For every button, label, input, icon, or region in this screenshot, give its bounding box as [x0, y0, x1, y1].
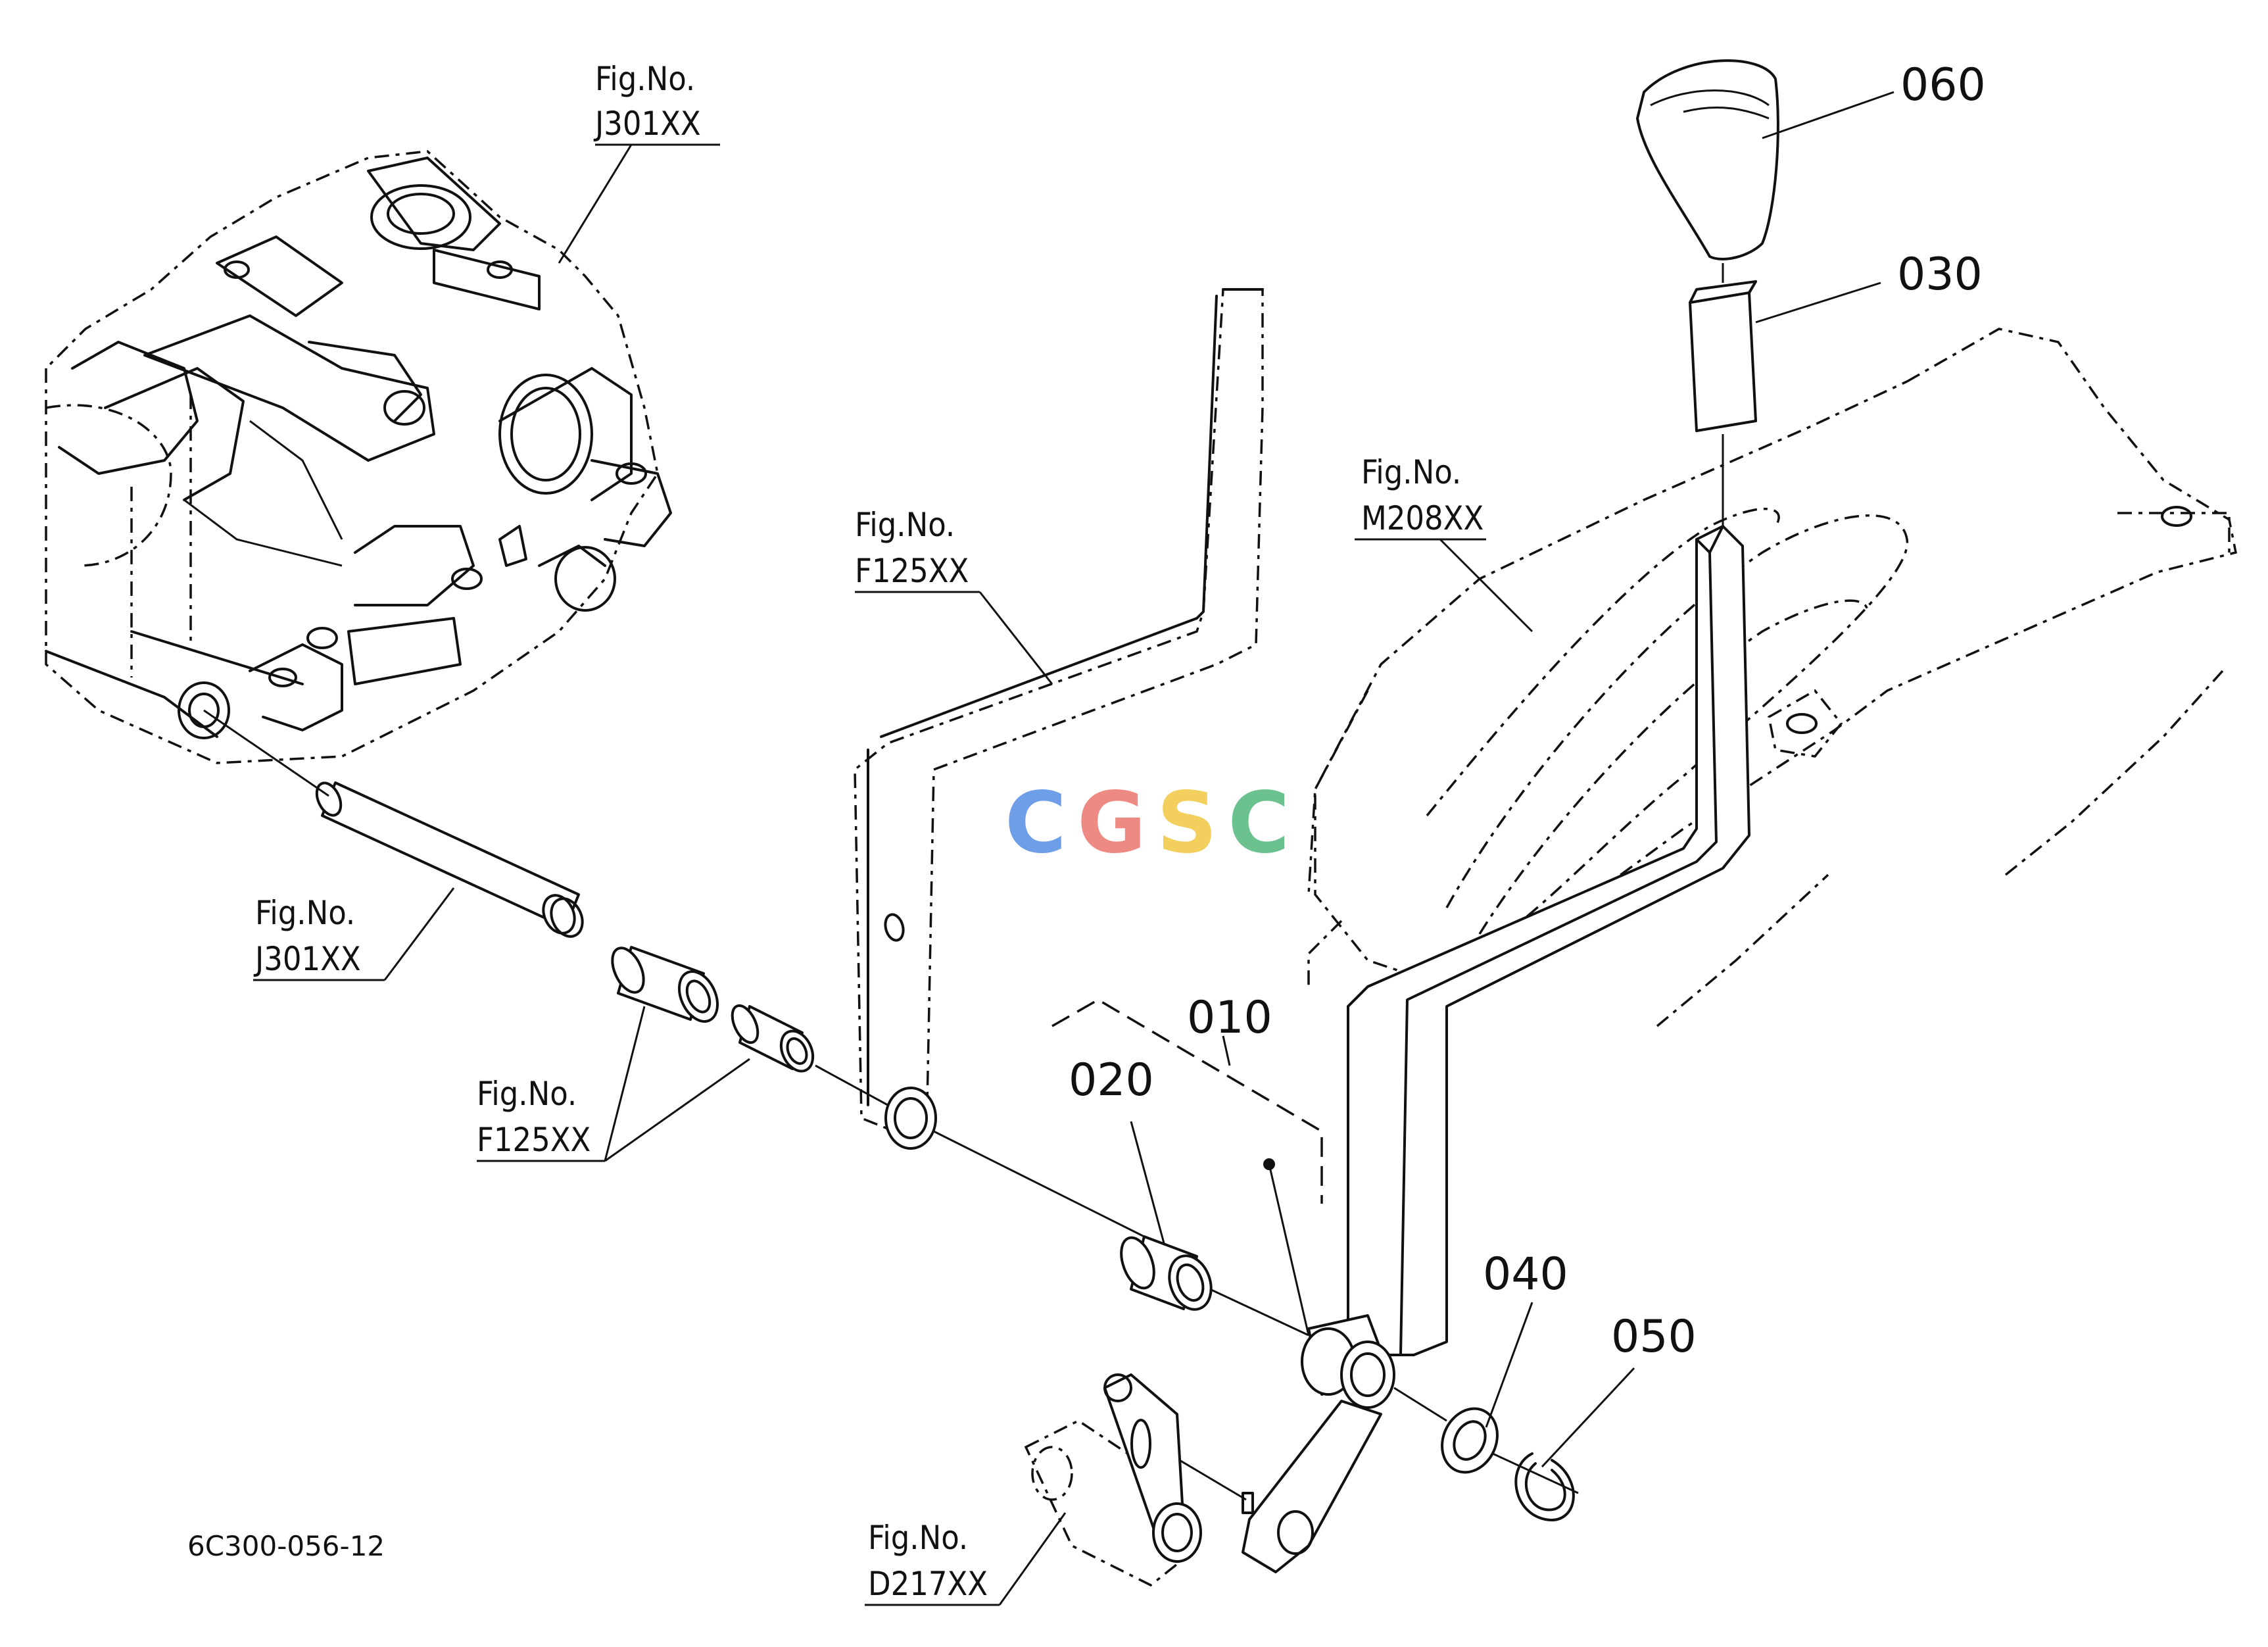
transmission-housing [45, 150, 672, 764]
ref-m208-line1: Fig.No. [1361, 453, 1461, 491]
washer-040 [1393, 1387, 1499, 1474]
ref-j301-top-line1: Fig.No. [595, 60, 695, 98]
part-number-010: 010 [1187, 992, 1272, 1044]
shift-lever [1157, 525, 1750, 1573]
ref-d217-line1: Fig.No. [868, 1519, 968, 1557]
ref-f125-bush-line2: F125XX [477, 1121, 591, 1159]
shift-plate-reference [1307, 328, 2238, 1027]
ref-j301-shaft-line2: J301XX [253, 940, 361, 978]
collar-020 [1120, 1235, 1309, 1337]
ref-j301-top-line2: J301XX [593, 105, 701, 143]
ref-j301-shaft-line1: Fig.No. [255, 894, 355, 932]
part-number-labels: 060 030 010 020 040 050 [1069, 59, 1986, 1363]
ref-m208-line2: M208XX [1361, 499, 1484, 537]
watermark-letter: C [1228, 774, 1300, 872]
drawing-code: 6C300-056-12 [187, 1530, 385, 1562]
watermark-text: CGSC [1005, 774, 1300, 872]
snap-ring-050 [1492, 1452, 1579, 1521]
watermark-letter: G [1077, 774, 1157, 872]
knob-060 [1636, 59, 1779, 260]
watermark-logo: CGSC [1005, 774, 1300, 872]
insert-030 [1689, 263, 1757, 526]
ref-f125-bush-line1: Fig.No. [477, 1075, 577, 1113]
part-number-060: 060 [1900, 59, 1986, 111]
ref-d217-line2: D217XX [868, 1565, 988, 1603]
clevis-part [1024, 1373, 1202, 1587]
lever-assembly-bracket [1051, 998, 1323, 1336]
part-number-040: 040 [1483, 1248, 1568, 1300]
watermark-letter: S [1157, 774, 1228, 872]
part-number-020: 020 [1069, 1054, 1154, 1106]
part-number-050: 050 [1611, 1311, 1697, 1363]
ref-f125-arm-line2: F125XX [855, 552, 969, 590]
bushing-large [611, 946, 719, 1023]
lever-arm-reference [815, 288, 1264, 1238]
watermark-letter: C [1005, 774, 1077, 872]
leader-lines [253, 91, 1894, 1606]
part-number-030: 030 [1897, 249, 1983, 301]
shaft-part [203, 709, 584, 938]
ref-f125-arm-line1: Fig.No. [855, 506, 955, 544]
figure-reference-labels: Fig.No. J301XX Fig.No. F125XX Fig.No. M2… [253, 60, 1484, 1603]
bushing-small [731, 1004, 815, 1073]
